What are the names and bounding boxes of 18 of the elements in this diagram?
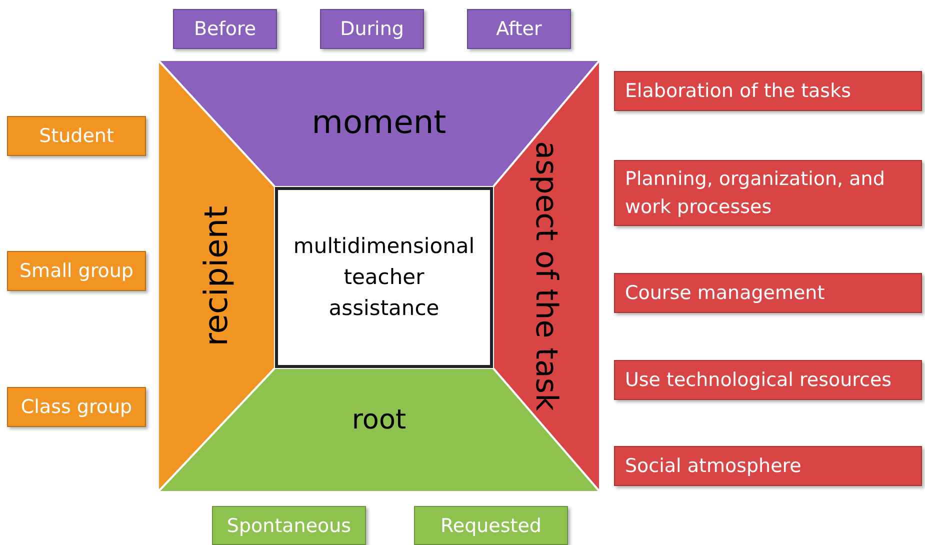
dimension-title: root — [352, 404, 406, 436]
task-label: Planning, organization, and work processes — [614, 160, 922, 226]
root-label: Spontaneous — [212, 506, 366, 545]
recipient-label: Small group — [7, 251, 146, 291]
stage-label: After — [467, 9, 571, 49]
recipient-label: Class group — [7, 387, 146, 427]
task-label: Course management — [614, 273, 922, 313]
dimension-title: recipient — [197, 206, 235, 346]
dimension-title: aspect of the task — [528, 141, 564, 411]
task-label: Elaboration of the tasks — [614, 71, 922, 111]
center-box: multidimensional teacher assistance — [275, 187, 493, 368]
root-label: Requested — [414, 506, 568, 545]
stage-label: During — [320, 9, 424, 49]
dimension-title: moment — [312, 103, 446, 141]
task-label: Social atmosphere — [614, 446, 922, 486]
recipient-label: Student — [7, 116, 146, 156]
stage-label: Before — [173, 9, 277, 49]
task-label: Use technological resources — [614, 360, 922, 400]
